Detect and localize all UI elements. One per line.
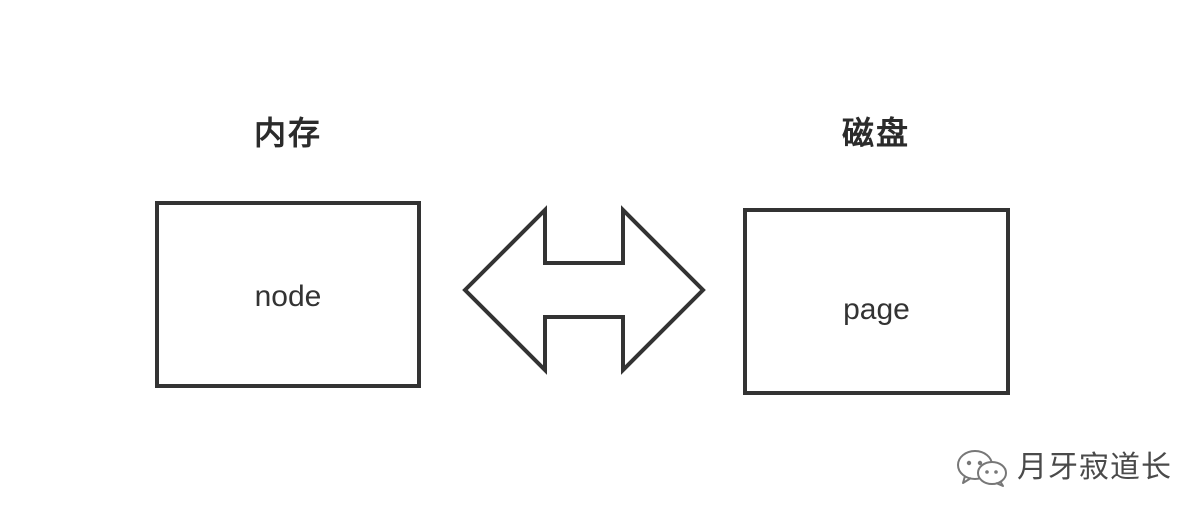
memory-title: 内存 (254, 114, 323, 152)
memory-box-label: node (254, 279, 322, 313)
disk-title: 磁盘 (842, 114, 911, 152)
memory-box: node (155, 201, 421, 388)
double-arrow-shape (462, 205, 706, 375)
wechat-icon (957, 450, 1007, 487)
disk-box-label: page (843, 292, 910, 326)
watermark-text: 月牙寂道长 (1017, 450, 1172, 485)
disk-box: page (743, 208, 1010, 395)
watermark: 月牙寂道长 (955, 448, 1172, 488)
